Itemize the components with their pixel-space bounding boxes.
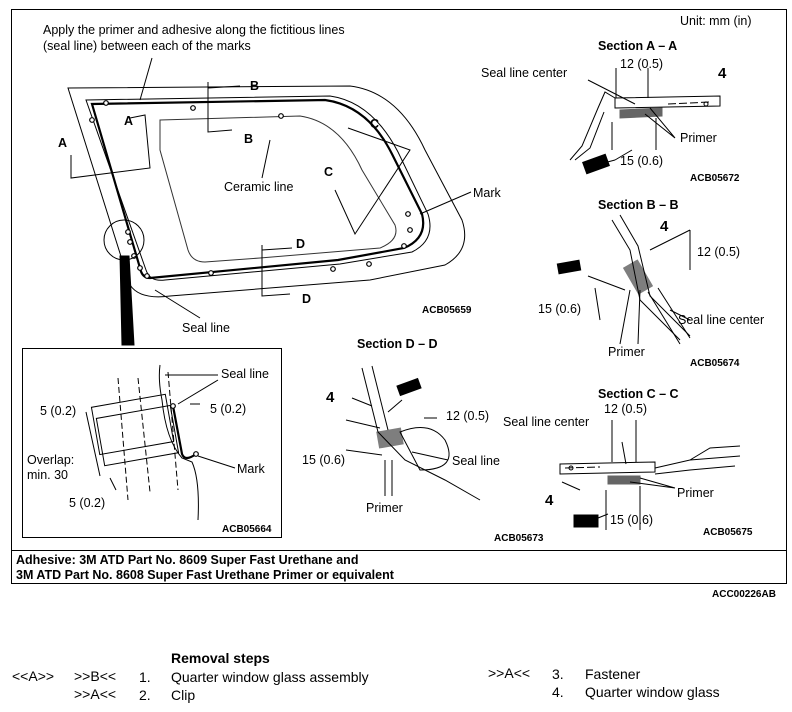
- marker-d-bottom: D: [302, 292, 312, 306]
- marker-c-bottom: C: [324, 165, 334, 179]
- section-bb-primer: Primer: [608, 345, 645, 359]
- marker-a-right: A: [124, 114, 134, 128]
- adhesive-line-2: 3M ATD Part No. 8608 Super Fast Urethane…: [16, 568, 394, 582]
- step-ref-2: >>A<<: [488, 665, 531, 681]
- detail-overlap-label: Overlap:: [27, 453, 75, 467]
- seal-line-path: [90, 98, 425, 280]
- section-aa-code: ACB05672: [690, 173, 740, 184]
- step-number: 1.: [139, 669, 151, 685]
- step-label: Quarter window glass: [585, 684, 720, 700]
- section-bb-drawing: [556, 214, 691, 345]
- detail-figure-code: ACB05664: [222, 524, 272, 535]
- callout-lines: [139, 57, 472, 319]
- section-bb-dim-12: 12 (0.5): [697, 245, 741, 259]
- section-dd-dim-15: 15 (0.6): [302, 453, 346, 467]
- step-number: 4.: [552, 684, 564, 700]
- section-aa-number: 4: [718, 65, 727, 82]
- section-dd-title: Section D – D: [357, 337, 438, 351]
- section-aa-title: Section A – A: [598, 39, 678, 53]
- section-aa-primer: Primer: [680, 131, 717, 145]
- section-aa-seal-line-center: Seal line center: [481, 66, 568, 80]
- section-cc-title: Section C – C: [598, 387, 679, 401]
- detail-dim-5-right: 5 (0.2): [210, 402, 247, 416]
- section-aa-dim-12: 12 (0.5): [620, 57, 664, 71]
- step-label: Clip: [171, 687, 196, 703]
- step-ref-1: <<A>>: [12, 668, 55, 684]
- section-bb-number: 4: [660, 218, 669, 235]
- section-dd-number: 4: [326, 389, 335, 406]
- section-bb-code: ACB05674: [690, 358, 740, 369]
- section-cut-lines: [70, 82, 411, 297]
- detail-drawing: [85, 364, 236, 521]
- section-bb-dim-15: 15 (0.6): [538, 302, 582, 316]
- adhesive-line-1: Adhesive: 3M ATD Part No. 8609 Super Fas…: [16, 553, 359, 567]
- section-cc-dim-15: 15 (0.6): [610, 513, 654, 527]
- unit-label: Unit: mm (in): [680, 14, 752, 28]
- marker-b-top: B: [250, 79, 260, 93]
- section-cc-number: 4: [545, 492, 554, 509]
- seal-line-marks: [89, 100, 413, 279]
- removal-steps-heading: Removal steps: [171, 650, 270, 666]
- section-cc-dim-12: 12 (0.5): [604, 402, 648, 416]
- section-cc-drawing: [559, 420, 741, 530]
- section-cc-code: ACB05675: [703, 527, 753, 538]
- seal-line-label: Seal line: [182, 321, 230, 335]
- marker-a-left: A: [58, 136, 68, 150]
- section-bb-title: Section B – B: [598, 198, 679, 212]
- detail-mark-label: Mark: [237, 462, 265, 476]
- step-label: Fastener: [585, 666, 641, 682]
- detail-dim-5-bottom: 5 (0.2): [69, 496, 106, 510]
- callout-line-1: Apply the primer and adhesive along the …: [43, 23, 345, 37]
- step-number: 3.: [552, 666, 564, 682]
- marker-c-top: C: [370, 117, 380, 131]
- step-label: Quarter window glass assembly: [171, 669, 369, 685]
- detail-inset-frame: [22, 348, 282, 538]
- section-bb-seal-line-center: Seal line center: [678, 313, 765, 327]
- detail-pointer: [119, 255, 135, 346]
- section-dd-drawing: [345, 365, 481, 501]
- step-ref-2: >>B<<: [74, 668, 117, 684]
- step-ref-2: >>A<<: [74, 686, 117, 702]
- marker-b-bottom: B: [244, 132, 254, 146]
- section-dd-seal-line: Seal line: [452, 454, 500, 468]
- detail-circle: [103, 219, 145, 261]
- section-dd-dim-12: 12 (0.5): [446, 409, 490, 423]
- adhesive-box: [11, 550, 787, 584]
- section-dd-code: ACB05673: [494, 533, 544, 544]
- detail-overlap-value: min. 30: [27, 468, 68, 482]
- section-cc-primer: Primer: [677, 486, 714, 500]
- section-aa-dim-15: 15 (0.6): [620, 154, 664, 168]
- section-cc-seal-line-center: Seal line center: [503, 415, 590, 429]
- section-aa-drawing: [569, 68, 721, 175]
- marker-d-top: D: [296, 237, 306, 251]
- main-figure-code: ACB05659: [422, 305, 472, 316]
- callout-line-2: (seal line) between each of the marks: [43, 39, 251, 53]
- detail-dim-5-top: 5 (0.2): [40, 404, 77, 418]
- ceramic-line-label: Ceramic line: [224, 180, 294, 194]
- step-number: 2.: [139, 687, 151, 703]
- detail-seal-line-label: Seal line: [221, 367, 269, 381]
- section-dd-primer: Primer: [366, 501, 403, 515]
- mark-label: Mark: [473, 186, 501, 200]
- figure-code: ACC00226AB: [712, 589, 776, 600]
